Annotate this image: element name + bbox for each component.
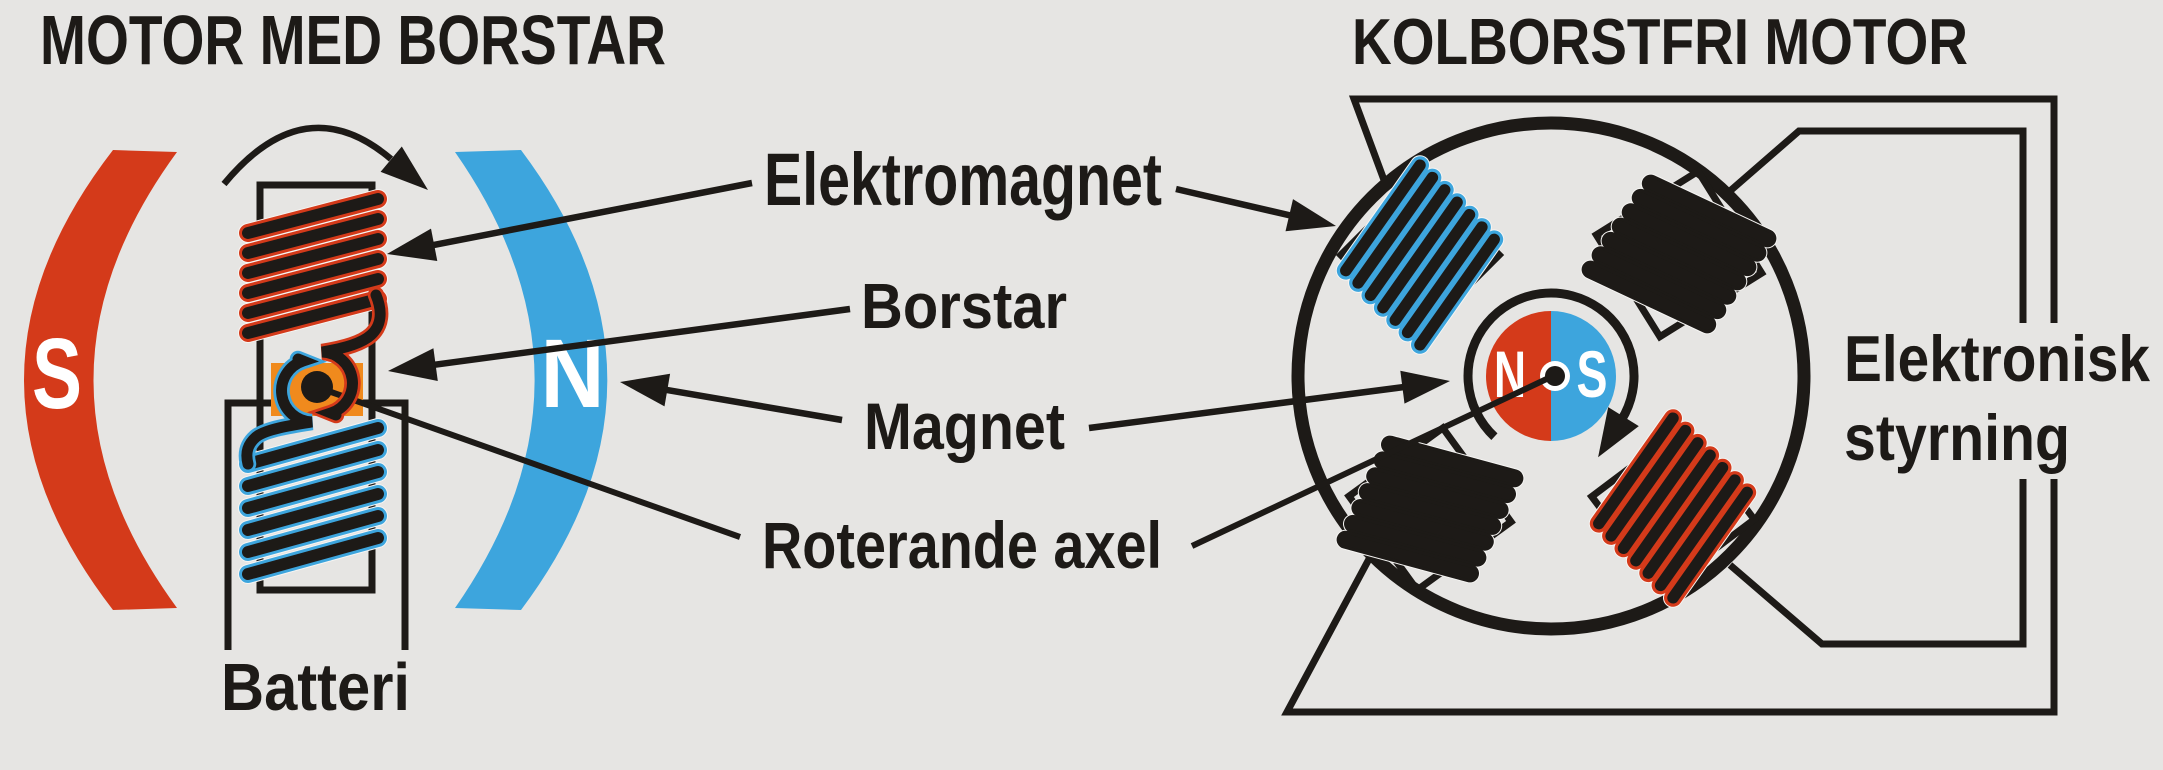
- svg-text:S: S: [1577, 337, 1608, 411]
- svg-text:Magnet: Magnet: [864, 389, 1065, 463]
- svg-text:Borstar: Borstar: [861, 270, 1067, 342]
- svg-text:Roterande axel: Roterande axel: [762, 508, 1162, 582]
- svg-text:KOLBORSTFRI MOTOR: KOLBORSTFRI MOTOR: [1352, 6, 1968, 78]
- svg-text:N: N: [541, 319, 605, 428]
- svg-text:Elektronisk: Elektronisk: [1844, 322, 2151, 395]
- svg-text:styrning: styrning: [1844, 401, 2070, 474]
- svg-text:Elektromagnet: Elektromagnet: [764, 138, 1162, 221]
- svg-text:Batteri: Batteri: [221, 650, 410, 725]
- svg-text:MOTOR MED BORSTAR: MOTOR MED BORSTAR: [40, 1, 666, 79]
- svg-text:S: S: [32, 318, 82, 430]
